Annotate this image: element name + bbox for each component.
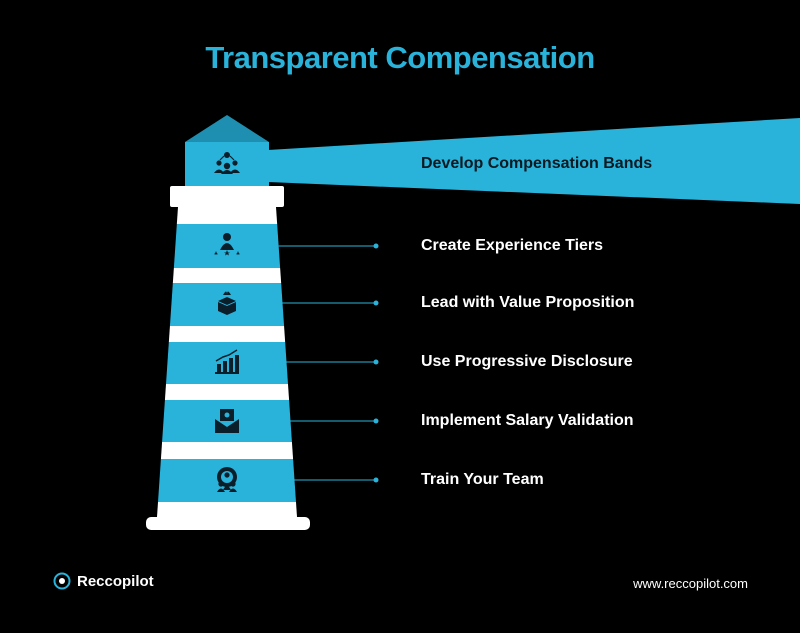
page-title: Transparent Compensation — [205, 40, 595, 75]
website-url: www.reccopilot.com — [633, 576, 748, 591]
step-label-experience-tiers: Create Experience Tiers — [421, 237, 604, 254]
tower-white-stripe — [164, 384, 290, 400]
tower-white-stripe — [172, 268, 282, 283]
step-label-progressive-disclosure: Use Progressive Disclosure — [421, 353, 633, 370]
connector-lines — [278, 243, 379, 483]
money-envelope-icon — [215, 409, 239, 433]
connector-dot — [373, 300, 379, 306]
connector-dot — [373, 243, 379, 249]
light-beam — [268, 118, 800, 204]
connector-dot — [373, 418, 379, 424]
team-network-icon — [214, 152, 240, 174]
team-gear-icon — [217, 467, 237, 492]
brand-logo: Reccopilot — [53, 572, 154, 590]
connector-dot — [373, 477, 379, 483]
beam-label: Develop Compensation Bands — [421, 155, 653, 172]
person-stars-icon — [214, 233, 240, 256]
step-label-value-proposition: Lead with Value Proposition — [421, 294, 635, 311]
tower-white-stripe — [168, 326, 286, 342]
gallery-deck — [170, 186, 284, 207]
tower-white-stripe — [176, 207, 278, 224]
tower-white-stripe — [160, 442, 294, 459]
growth-chart-icon — [215, 349, 239, 374]
brand-name: Reccopilot — [77, 572, 154, 590]
step-label-train-team: Train Your Team — [421, 471, 544, 488]
step-label-salary-validation: Implement Salary Validation — [421, 412, 634, 429]
lighthouse-base — [146, 517, 310, 530]
gift-box-icon — [218, 291, 236, 315]
lighthouse-roof — [185, 115, 269, 142]
connector-dot — [373, 359, 379, 365]
tower-white-stripe — [157, 502, 297, 517]
reccopilot-logo-icon — [53, 572, 71, 590]
